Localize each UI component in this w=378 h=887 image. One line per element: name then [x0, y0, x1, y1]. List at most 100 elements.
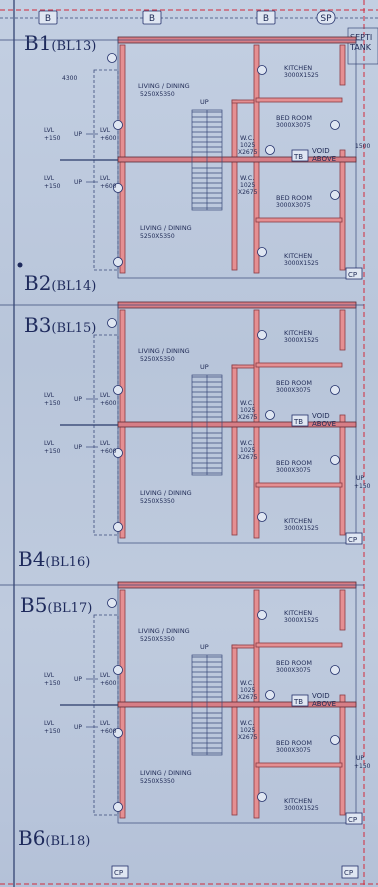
lvl-value: +600 [100, 135, 117, 142]
wc-dim: X2675 [238, 189, 258, 196]
cp-tag-label: CP [114, 869, 123, 877]
kitchen-dim: 3000X1525 [284, 260, 319, 267]
block-sublabel: (BL18) [45, 834, 90, 849]
wc-label: W.C. [240, 679, 254, 687]
wc-dim: 1025 [240, 407, 255, 414]
living-label: LIVING / DINING [140, 489, 192, 497]
bedroom-label: BED ROOM [276, 739, 312, 747]
bedroom-label: BED ROOM [276, 459, 312, 467]
living-label: LIVING / DINING [138, 82, 190, 90]
dimension-label: 1500 [355, 143, 370, 150]
tb-tag [291, 694, 309, 707]
lvl-value: +150 [44, 183, 61, 190]
opening-marker [257, 512, 267, 522]
bedroom-dim: 3000X3075 [276, 747, 311, 754]
bedroom-dim: 3000X3075 [276, 202, 311, 209]
kitchen-dim: 3000X1525 [284, 805, 319, 812]
cp-tag-label: CP [348, 271, 357, 279]
marker-dot [17, 262, 23, 268]
void-label: VOID [312, 412, 330, 420]
bedroom-dim: 3000X3075 [276, 467, 311, 474]
wc-label: W.C. [240, 134, 254, 142]
cp-tag [345, 267, 363, 280]
above-label: ABOVE [312, 420, 336, 428]
opening-marker [113, 385, 123, 395]
above-label: ABOVE [312, 700, 336, 708]
block-sublabel: (BL15) [51, 321, 96, 336]
lvl-label: LVL [100, 440, 111, 447]
up-label: UP [356, 755, 364, 762]
opening-marker [257, 330, 267, 340]
kitchen-label: KITCHEN [284, 609, 312, 617]
bedroom-dim: 3000X3075 [276, 122, 311, 129]
grid-tag-label: B [45, 14, 51, 24]
grid-tag-label: SP [320, 14, 332, 24]
up-label: UP [200, 363, 209, 371]
tb-tag-label: TB [293, 698, 303, 706]
wc-dim: 1025 [240, 687, 255, 694]
lvl-label: LVL [44, 720, 55, 727]
block-sublabel: (BL13) [51, 39, 96, 54]
living-label: LIVING / DINING [138, 627, 190, 635]
void-label: VOID [312, 147, 330, 155]
up-label: UP [74, 179, 82, 186]
bedroom-label: BED ROOM [276, 659, 312, 667]
cp-tag-label: CP [348, 816, 357, 824]
tb-tag [291, 414, 309, 427]
opening-marker [257, 610, 267, 620]
cp-tag-label: CP [344, 869, 353, 877]
opening-marker [107, 598, 117, 608]
up-label: UP [74, 724, 82, 731]
wc-dim: 1025 [240, 447, 255, 454]
opening-marker [265, 690, 275, 700]
opening-marker [113, 120, 123, 130]
kitchen-label: KITCHEN [284, 64, 312, 72]
living-dim: 5250X5350 [140, 356, 175, 363]
kitchen-dim: 3000X1525 [284, 525, 319, 532]
kitchen-dim: 3000X1525 [284, 72, 319, 79]
above-label: ABOVE [312, 155, 336, 163]
septic-tank-label: TANK [349, 43, 372, 52]
block-sublabel: (BL14) [51, 279, 96, 294]
wc-label: W.C. [240, 719, 254, 727]
lvl-value: +600 [100, 448, 117, 455]
kitchen-dim: 3000X1525 [284, 617, 319, 624]
kitchen-label: KITCHEN [284, 517, 312, 525]
wc-dim: 1025 [240, 182, 255, 189]
living-dim: 5250X5350 [140, 498, 175, 505]
lvl-value: +150 [44, 728, 61, 735]
lvl-value: +150 [44, 448, 61, 455]
lvl-value: +150 [354, 483, 371, 490]
lvl-label: LVL [44, 392, 55, 399]
cp-tag [345, 532, 363, 545]
grid-tag [316, 10, 336, 25]
lvl-value: +600 [100, 680, 117, 687]
opening-marker [265, 410, 275, 420]
kitchen-label: KITCHEN [284, 797, 312, 805]
opening-marker [257, 247, 267, 257]
cp-tag-label: CP [348, 536, 357, 544]
lvl-value: +600 [100, 183, 117, 190]
living-dim: 5250X5350 [140, 233, 175, 240]
grid-tag-label: B [149, 14, 155, 24]
bedroom-label: BED ROOM [276, 114, 312, 122]
up-label: UP [74, 676, 82, 683]
unit-group [0, 301, 364, 544]
bedroom-label: BED ROOM [276, 379, 312, 387]
tb-tag [291, 149, 309, 162]
cp-tag-bottom-right [341, 865, 359, 879]
opening-marker [330, 190, 340, 200]
bedroom-dim: 3000X3075 [276, 387, 311, 394]
opening-marker [257, 65, 267, 75]
wc-dim: X2675 [238, 414, 258, 421]
lvl-label: LVL [100, 175, 111, 182]
lvl-label: LVL [100, 720, 111, 727]
unit-group [0, 581, 364, 824]
block-sublabel: (BL16) [45, 555, 90, 570]
opening-marker [330, 735, 340, 745]
opening-marker [330, 665, 340, 675]
wc-label: W.C. [240, 439, 254, 447]
block-label: B5(BL17) [20, 593, 92, 617]
